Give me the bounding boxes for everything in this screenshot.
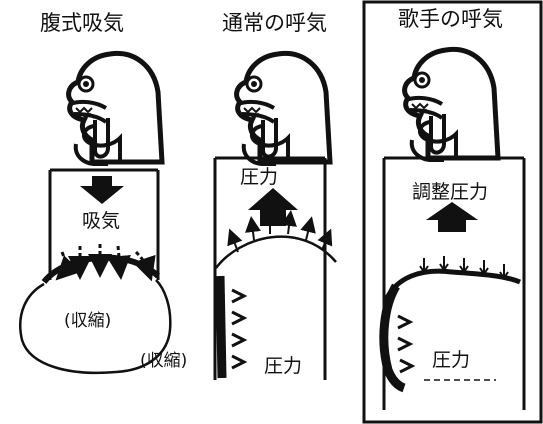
inner-label: 吸気: [82, 210, 120, 232]
pressure-label: 圧力: [432, 349, 470, 371]
contraction-label: (収縮): [64, 311, 111, 331]
singer-head-icon: [237, 53, 330, 164]
singer-head-icon: [69, 53, 162, 164]
singer-head-icon: [405, 49, 498, 160]
panel-normal-exhale: 通常の呼気 圧力 (収縮) 圧力: [140, 11, 337, 380]
down-arrow-icon: [80, 176, 124, 204]
torso-outline: [213, 156, 327, 380]
panel-abdominal-inhale: 腹式吸気 吸気 (収縮): [19, 11, 172, 375]
torso-outline: [48, 168, 160, 280]
panel-title: 腹式吸気: [40, 11, 124, 35]
inner-label: 調整圧力: [412, 181, 488, 203]
abdominal-wall: [379, 283, 406, 393]
highlight-frame: [362, 0, 543, 424]
panel-title: 通常の呼気: [222, 11, 327, 35]
panel-title: 歌手の呼気: [398, 7, 503, 31]
pressure-label: 圧力: [264, 355, 302, 377]
side-contraction-label: (収縮): [140, 351, 187, 371]
up-arrow-icon: [426, 202, 478, 232]
panel-singer-exhale: 歌手の呼気 調整圧力 圧力: [362, 0, 543, 424]
inner-label: 圧力: [240, 166, 278, 188]
belly-outline: [19, 279, 172, 375]
diaphragm: [383, 268, 521, 302]
abdominal-wall: [215, 275, 227, 379]
